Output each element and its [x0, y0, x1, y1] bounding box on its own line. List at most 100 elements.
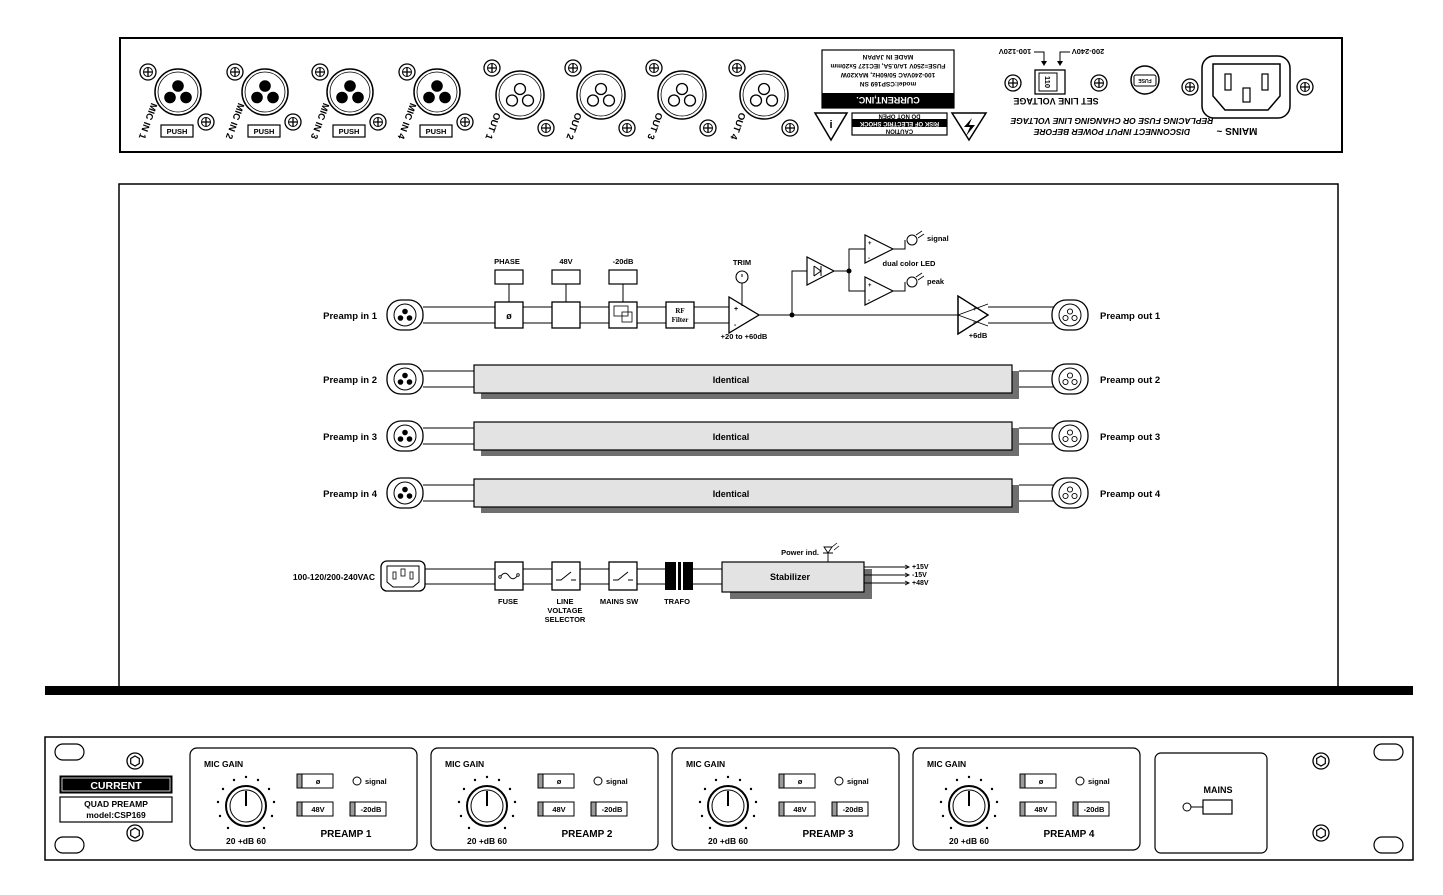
- channel-3-signal-path: Preamp in 3 Identical Preamp out 3: [323, 420, 1160, 456]
- channel-name: PREAMP 2: [562, 829, 613, 840]
- voltage-selector[interactable]: 100-120V 200-240V 110 SET LINE VOLTAGE: [999, 47, 1108, 106]
- signal-led: [352, 776, 362, 786]
- rail-label: +15V: [912, 564, 929, 571]
- fuse-warning: DISCONNECT INPUT POWER BEFORE REPLACING …: [1010, 116, 1213, 137]
- model-line: QUAD PREAMP: [84, 799, 148, 809]
- push-label: PUSH: [254, 127, 275, 136]
- warning-line: DISCONNECT INPUT POWER BEFORE: [1034, 127, 1191, 137]
- push-latch[interactable]: [419, 124, 453, 138]
- phantom-button-label: 48V: [552, 805, 565, 814]
- power-input-label: 100-120/200-240VAC: [293, 572, 375, 582]
- push-latch[interactable]: [247, 124, 281, 138]
- rf-filter-block: [665, 301, 695, 329]
- gain-scale: 20 +dB 60: [949, 836, 989, 846]
- xlr-male-icon: [1051, 299, 1089, 331]
- fuse-holder[interactable]: FUSE: [1130, 65, 1160, 95]
- rf-filter-line: RF: [675, 307, 684, 315]
- nut-icon: [1312, 752, 1330, 770]
- rf-filter-line: Filter: [672, 316, 689, 324]
- set-line-voltage-label: SET LINE VOLTAGE: [1013, 96, 1098, 106]
- phantom-button-label: 48V: [311, 805, 324, 814]
- gain-scale: 20 +dB 60: [708, 836, 748, 846]
- xlr-male-icon: [1051, 363, 1089, 395]
- pad-button-label: -20dB: [1084, 805, 1105, 814]
- front-panel: CURRENT QUAD PREAMP model:CSP169 MIC GAI…: [44, 736, 1414, 861]
- screw-icon: [1090, 74, 1108, 92]
- lightning-icon: [964, 118, 975, 136]
- rear-panel: PUSH MIC IN 1 PUSH MIC IN 2 PUSH MIC IN …: [119, 37, 1343, 153]
- identical-block: [473, 478, 1013, 508]
- channel-strip-3: MIC GAIN 20 +dB 60 ø signal 48V -20dB PR…: [671, 747, 900, 851]
- signal-led-label: signal: [1088, 777, 1110, 786]
- caution-shock: RISK OF ELECTRIC SHOCK: [859, 120, 939, 126]
- preamp-in-label: Preamp in 2: [323, 375, 377, 386]
- screw-icon: [781, 119, 799, 137]
- power-led-icon: [823, 542, 840, 562]
- separator-bar: [45, 686, 1413, 695]
- phantom-switch: [551, 269, 581, 285]
- warning-line: REPLACING FUSE OR CHANGING LINE VOLTAGE: [1010, 116, 1213, 126]
- brand-plate: CURRENT,INC.: [856, 95, 920, 105]
- mic-gain-label: MIC GAIN: [927, 759, 966, 769]
- signal-led-label: signal: [847, 777, 869, 786]
- model-line: model:CSP169: [86, 810, 146, 820]
- screw-icon: [284, 113, 302, 131]
- spec-line: 100-240VAC 50/60Hz, MAX20W: [840, 71, 935, 78]
- mains-label: MAINS ~: [1216, 125, 1257, 136]
- signal-led: [593, 776, 603, 786]
- selector-caption: LINE: [556, 597, 573, 606]
- rack-slot: [1373, 743, 1404, 761]
- nut-icon: [126, 752, 144, 770]
- mains-inlet[interactable]: MAINS ~: [1181, 55, 1314, 136]
- plus-sign: +: [973, 307, 977, 313]
- push-latch[interactable]: [332, 124, 366, 138]
- identical-label: Identical: [713, 375, 750, 385]
- trafo-caption: TRAFO: [664, 597, 690, 606]
- pad-switch: [608, 269, 638, 285]
- xlr-male-icon: [1051, 420, 1089, 452]
- screw-icon: [456, 113, 474, 131]
- fuse-label: FUSE: [1138, 77, 1152, 83]
- push-latch[interactable]: [160, 124, 194, 138]
- pad-button-label: -20dB: [361, 805, 382, 814]
- phantom-button-label: 48V: [793, 805, 806, 814]
- mains-power-switch[interactable]: [1202, 799, 1233, 815]
- preamp-in-label: Preamp in 3: [323, 432, 377, 443]
- push-label: PUSH: [167, 127, 188, 136]
- screw-icon: [398, 63, 416, 81]
- mic-gain-label: MIC GAIN: [686, 759, 725, 769]
- channel-name: PREAMP 4: [1044, 829, 1095, 840]
- signal-label: signal: [927, 234, 949, 243]
- identical-block: [473, 364, 1013, 394]
- signal-led: [834, 776, 844, 786]
- info-i-glyph: i: [829, 119, 832, 131]
- spec-line: MADE IN JAPAN: [862, 53, 913, 60]
- identical-block: [473, 421, 1013, 451]
- peak-label: peak: [927, 277, 945, 286]
- channel-strip-4: MIC GAIN 20 +dB 60 ø signal 48V -20dB PR…: [912, 747, 1141, 851]
- peak-comparator: [864, 276, 895, 306]
- phantom-button-label: 48V: [1034, 805, 1047, 814]
- signal-led: [1075, 776, 1085, 786]
- xlr-male-icon: [495, 70, 545, 120]
- phase-button-label: ø: [316, 777, 321, 786]
- screw-icon: [226, 63, 244, 81]
- xlr-female-icon: [386, 299, 424, 331]
- screw-icon: [1181, 78, 1199, 96]
- voltage-low-label: 100-120V: [999, 47, 1032, 56]
- preamp-out-label: Preamp out 4: [1100, 489, 1161, 500]
- phase-switch: [494, 269, 524, 285]
- brand-badge: [59, 775, 173, 794]
- voltage-high-label: 200-240V: [1072, 47, 1105, 56]
- mic-gain-label: MIC GAIN: [445, 759, 484, 769]
- xlr-female-icon: [386, 420, 424, 452]
- dual-led-label: dual color LED: [883, 259, 937, 268]
- preamp-in-label: Preamp in 1: [323, 311, 378, 322]
- fuse-caption: FUSE: [498, 597, 518, 606]
- channel-strip-2: MIC GAIN 20 +dB 60 ø signal 48V -20dB PR…: [430, 747, 659, 851]
- block-diagram: Preamp in 1 ø RF Filter PHASE 48V -20dB: [118, 183, 1339, 690]
- xlr-male-icon: [739, 70, 789, 120]
- gain-scale: 20 +dB 60: [467, 836, 507, 846]
- pad-label: -20dB: [613, 257, 634, 266]
